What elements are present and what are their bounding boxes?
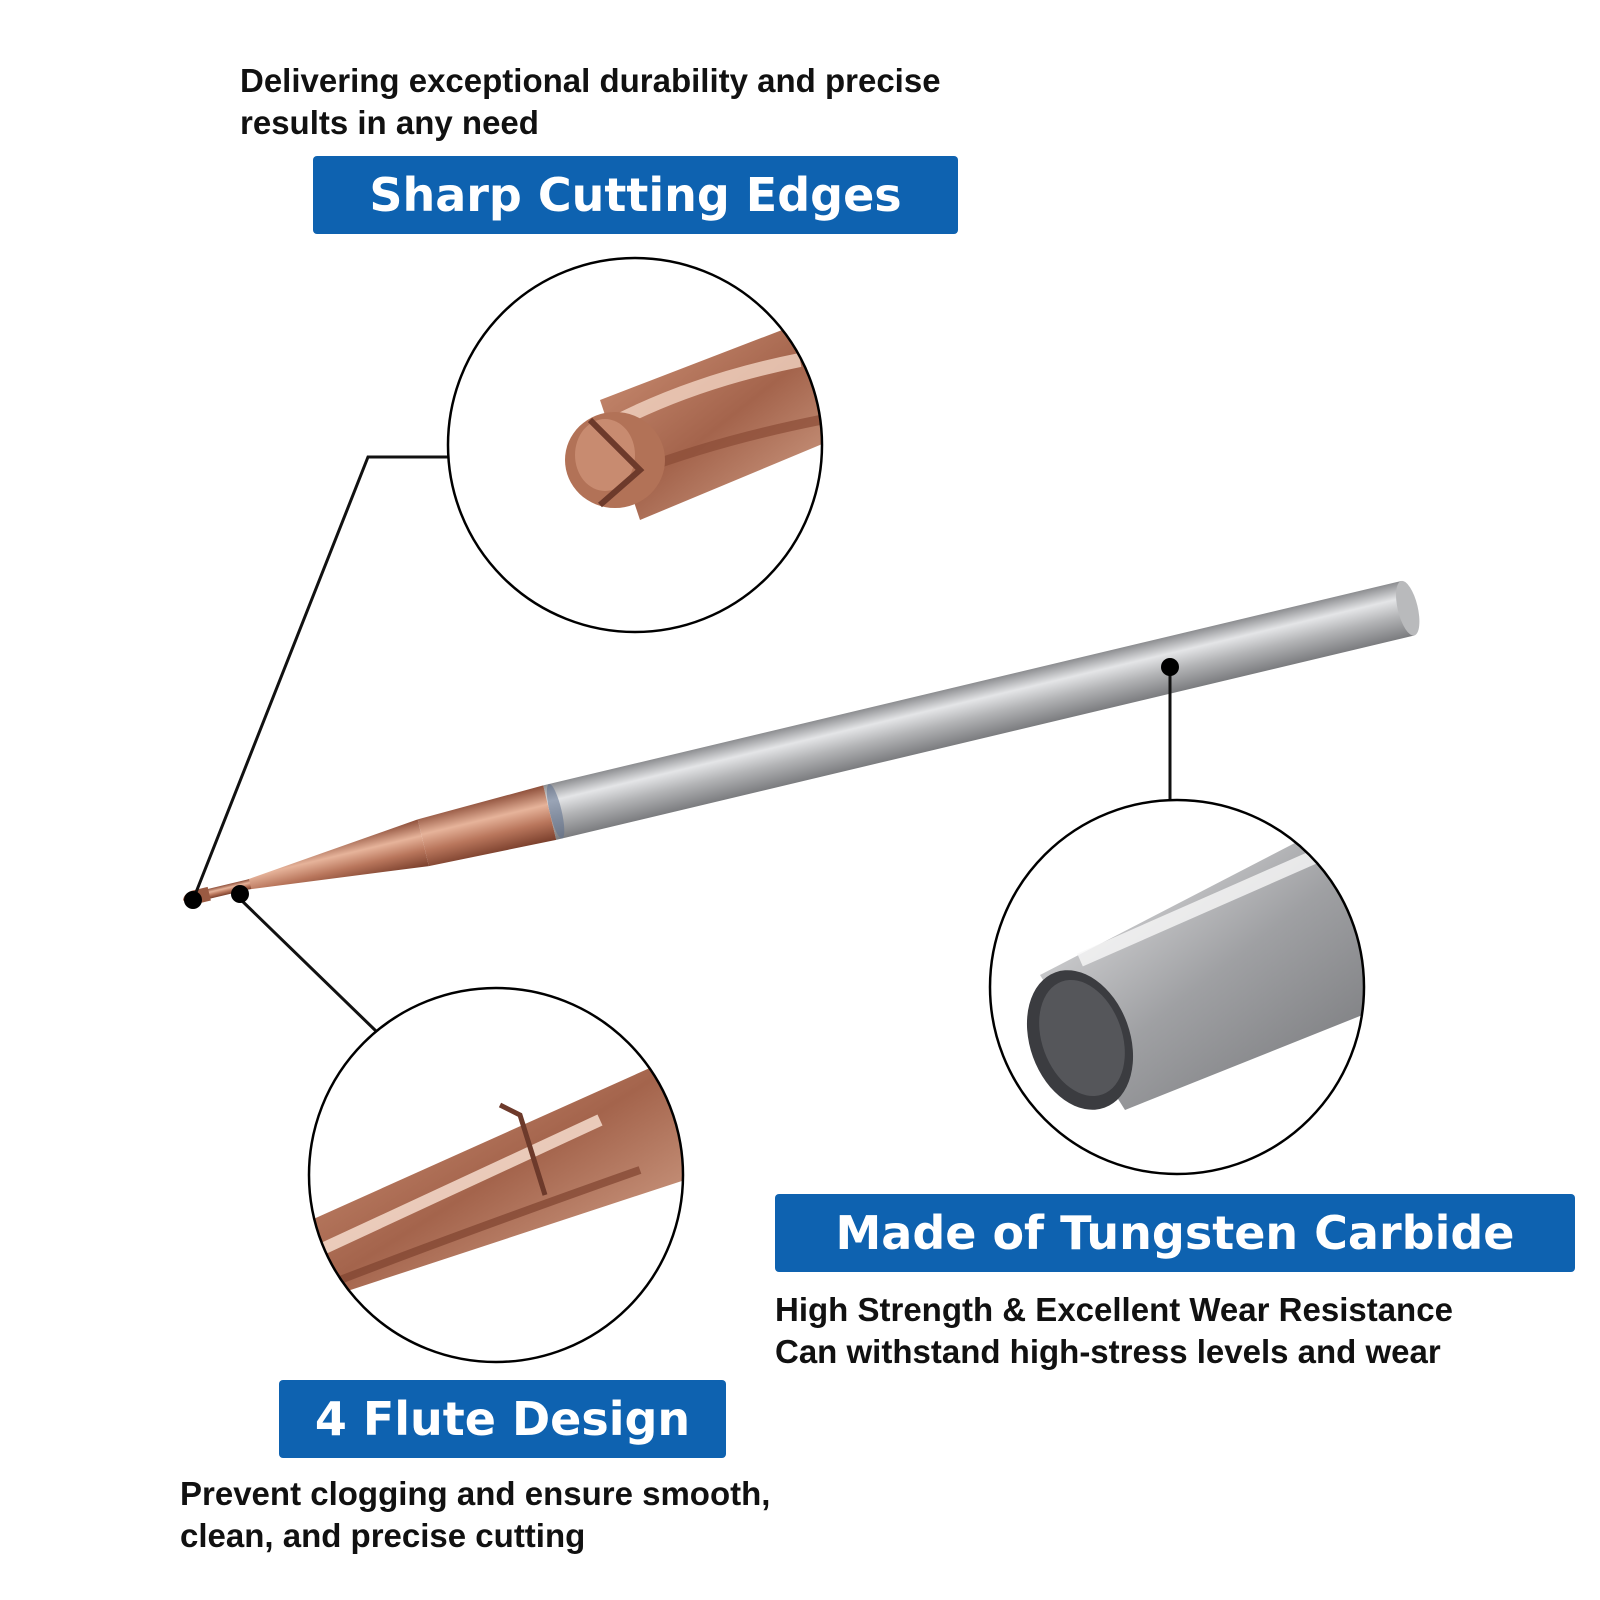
callout-dot-tip (184, 891, 202, 909)
tungsten-banner: Made of Tungsten Carbide (775, 1194, 1575, 1272)
callout-dot-flute (231, 885, 249, 903)
flute-description: Prevent clogging and ensure smooth, clea… (180, 1473, 770, 1557)
zoom-circle-shank-end (988, 798, 1366, 1176)
coated-neck (183, 785, 557, 905)
callout-lines (191, 455, 1172, 1034)
tool-shank (543, 580, 1420, 840)
zoom-circle-cutting-tip (446, 256, 824, 634)
callout-line-bottom (236, 895, 379, 1034)
flute-line-2: clean, and precise cutting (180, 1517, 586, 1554)
callout-line-top (191, 455, 448, 901)
tungsten-title: Made of Tungsten Carbide (835, 1206, 1515, 1260)
sharp-edges-line-2: results in any need (240, 104, 539, 141)
tungsten-line-1: High Strength & Excellent Wear Resistanc… (775, 1291, 1453, 1328)
sharp-edges-banner: Sharp Cutting Edges (313, 156, 958, 234)
sharp-edges-description: Delivering exceptional durability and pr… (240, 60, 941, 144)
tungsten-description: High Strength & Excellent Wear Resistanc… (775, 1289, 1453, 1373)
end-mill-tool (183, 580, 1420, 905)
sharp-edges-line-1: Delivering exceptional durability and pr… (240, 62, 941, 99)
flute-banner: 4 Flute Design (279, 1380, 726, 1458)
callout-dot-shank (1161, 658, 1179, 676)
zoom-circle-flutes (307, 986, 685, 1364)
sharp-edges-title: Sharp Cutting Edges (369, 168, 902, 222)
flute-title: 4 Flute Design (314, 1392, 691, 1446)
tungsten-line-2: Can withstand high-stress levels and wea… (775, 1333, 1441, 1370)
flute-line-1: Prevent clogging and ensure smooth, (180, 1475, 771, 1512)
